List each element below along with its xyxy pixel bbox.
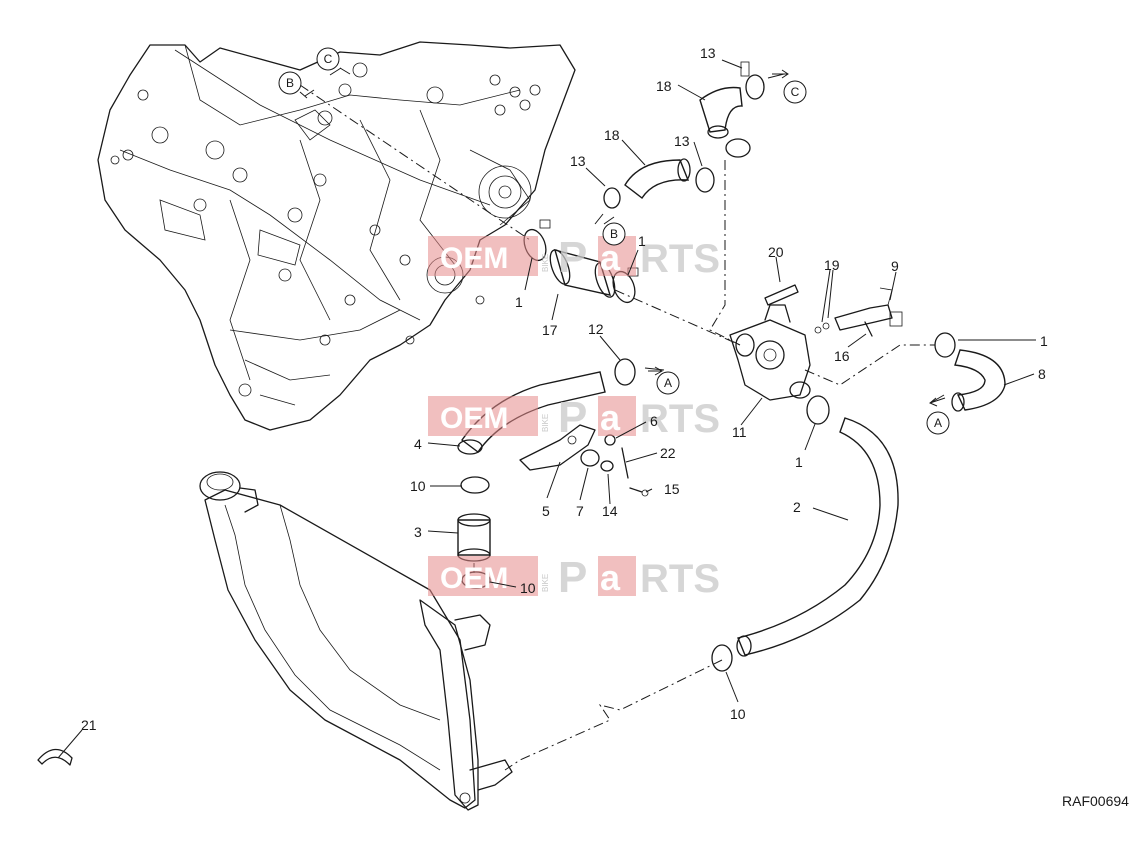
callout-13: 13	[674, 133, 690, 149]
radiator	[199, 471, 513, 811]
callout-16: 16	[834, 348, 850, 364]
callout-8: 8	[1038, 366, 1046, 382]
watermark-middle: OEM BIKE P a RTS	[428, 393, 720, 442]
hose-2	[736, 417, 899, 657]
svg-text:RTS: RTS	[640, 397, 720, 441]
svg-text:OEM: OEM	[440, 402, 508, 435]
hose-clamp-12	[614, 358, 636, 386]
callout-10: 10	[730, 706, 746, 722]
callout-5: 5	[542, 503, 550, 519]
svg-text:C: C	[791, 85, 800, 99]
hose-clamp-13-upper	[725, 61, 765, 158]
svg-text:P: P	[558, 393, 587, 442]
reference-markers: A A B B C C	[278, 47, 950, 435]
svg-text:P: P	[558, 233, 587, 282]
ref-marker-b-engine: B	[278, 71, 315, 97]
callout-7: 7	[576, 503, 584, 519]
svg-text:BIKE: BIKE	[541, 414, 550, 432]
svg-text:C: C	[324, 52, 333, 66]
svg-text:BIKE: BIKE	[541, 254, 550, 272]
hose-18-upper	[699, 86, 743, 139]
svg-text:a: a	[600, 557, 621, 598]
callout-13: 13	[570, 153, 586, 169]
pin-22	[621, 447, 629, 479]
svg-text:RTS: RTS	[640, 557, 720, 601]
drawing-code: RAF00694	[1062, 793, 1129, 809]
callout-17: 17	[542, 322, 558, 338]
hose-clamp-1-hose2	[806, 395, 830, 425]
grommet-7	[580, 449, 600, 467]
svg-text:OEM: OEM	[440, 242, 508, 275]
watermark-lower: OEM BIKE P a RTS	[428, 553, 720, 602]
callout-20: 20	[768, 244, 784, 260]
thermostat-housing-11	[729, 304, 811, 401]
svg-text:A: A	[934, 416, 942, 430]
hose-clamp-1-far-right	[934, 332, 956, 358]
callout-6: 6	[650, 413, 658, 429]
callout-numbers: 1 1 1 1 2 3 4 5 6 7 8 9 10 10 10 11 12 1…	[81, 45, 1048, 733]
hose-clamp-10-upper	[460, 476, 490, 494]
callout-18: 18	[604, 127, 620, 143]
callout-11: 11	[732, 424, 747, 440]
ref-marker-a-upper: A	[648, 366, 680, 395]
callout-12: 12	[588, 321, 604, 337]
hose-3	[457, 513, 491, 562]
callout-1: 1	[638, 233, 646, 249]
clip-20	[764, 284, 799, 306]
svg-text:OEM: OEM	[440, 562, 508, 595]
svg-text:B: B	[610, 227, 618, 241]
hose-clamp-10-hose2	[711, 644, 733, 672]
callout-9: 9	[891, 258, 899, 274]
callout-1: 1	[515, 294, 523, 310]
callout-10: 10	[410, 478, 426, 494]
callout-18: 18	[656, 78, 672, 94]
ref-marker-c-engine: C	[316, 47, 351, 75]
svg-text:A: A	[664, 376, 672, 390]
svg-text:B: B	[286, 76, 294, 90]
hose-17	[549, 249, 616, 298]
ref-marker-b-hose: B	[594, 213, 626, 246]
bracket-5	[519, 424, 596, 471]
callout-14: 14	[602, 503, 618, 519]
engine-block	[97, 41, 576, 431]
clip-16	[864, 321, 873, 337]
hose-8	[951, 349, 1006, 412]
svg-text:a: a	[600, 237, 621, 278]
hose-clamp-13-lower	[603, 167, 715, 209]
ref-marker-a-right: A	[926, 397, 950, 435]
watermark-upper: OEM BIKE P a RTS	[428, 233, 720, 282]
screw-15	[629, 487, 649, 497]
svg-text:a: a	[600, 397, 621, 438]
leader-lines	[57, 59, 1036, 759]
svg-text:RTS: RTS	[640, 237, 720, 281]
callout-22: 22	[660, 445, 676, 461]
svg-text:P: P	[558, 553, 587, 602]
callout-1: 1	[1040, 333, 1048, 349]
callout-21: 21	[81, 717, 97, 733]
clip-21	[37, 748, 73, 766]
svg-text:BIKE: BIKE	[541, 574, 550, 592]
washer-14	[600, 460, 614, 472]
temperature-sensor-9	[834, 287, 903, 331]
hose-18-lower	[624, 158, 691, 200]
callout-10: 10	[520, 580, 536, 596]
callout-15: 15	[664, 481, 680, 497]
callout-19: 19	[824, 257, 840, 273]
o-rings-19	[814, 322, 830, 334]
callout-4: 4	[414, 436, 422, 452]
callout-3: 3	[414, 524, 422, 540]
ref-marker-c-hose: C	[772, 69, 807, 104]
callout-1: 1	[795, 454, 803, 470]
callout-2: 2	[793, 499, 801, 515]
callout-13: 13	[700, 45, 716, 61]
